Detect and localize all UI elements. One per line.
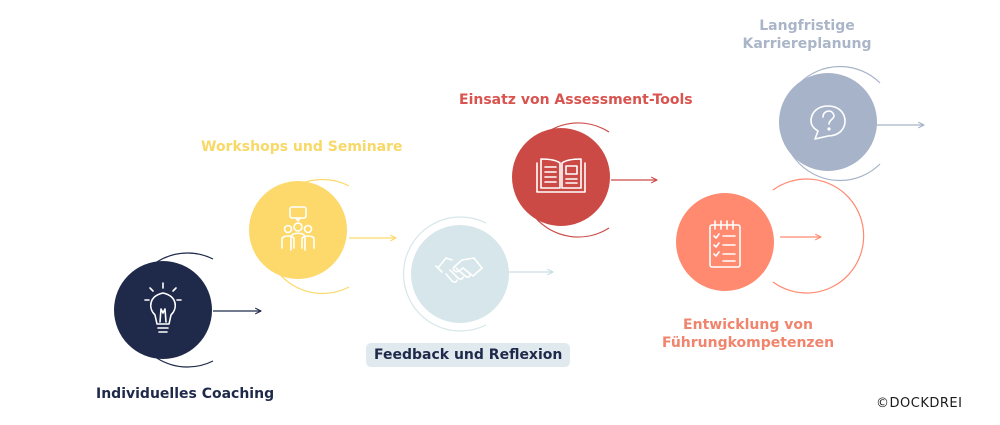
step-5-entwicklung-von-fuehrungkompetenzen: [676, 178, 865, 294]
step-5-label: Entwicklung von Führungkompetenzen: [638, 316, 858, 352]
step-5-orbit-arc: [772, 178, 865, 294]
handshake-icon: [435, 257, 483, 283]
step-1-label: Individuelles Coaching: [96, 386, 275, 402]
step-6-langfristige-karriereplanung: [779, 65, 924, 182]
step-5-circle: [676, 193, 774, 291]
step-5-label-line-2: Führungkompetenzen: [661, 335, 835, 351]
checklist-clipboard-icon: [709, 220, 741, 268]
step-3-label: Feedback und Reflexion: [366, 343, 571, 367]
step-6-label-line-2: Karriereplanung: [742, 36, 872, 52]
step-1-circle: [114, 261, 212, 359]
step-6-circle: [779, 73, 877, 171]
step-1-individuelles-coaching: [114, 252, 261, 368]
copyright-notice: ©DOCKDREI: [876, 396, 963, 411]
step-6-label: Langfristige Karriereplanung: [742, 17, 872, 53]
step-4-circle: [512, 128, 610, 226]
group-presentation-icon: [281, 206, 315, 251]
question-speech-bubble-icon: [810, 105, 846, 140]
step-2-label: Workshops und Seminare: [201, 139, 403, 155]
step-5-label-line-1: Entwicklung von: [683, 317, 813, 333]
step-2-circle: [249, 181, 347, 279]
open-book-icon: [536, 158, 586, 193]
step-3-feedback-und-reflexion: [403, 216, 553, 332]
step-3-circle: [411, 225, 509, 323]
step-6-label-line-1: Langfristige: [759, 18, 855, 34]
step-3-orbit-arc: [403, 216, 487, 332]
lightbulb-icon: [144, 282, 182, 333]
step-4-einsatz-von-assessment-tools: [512, 122, 657, 238]
step-2-workshops-und-seminare: [249, 178, 396, 295]
step-4-label: Einsatz von Assessment-Tools: [459, 92, 693, 108]
